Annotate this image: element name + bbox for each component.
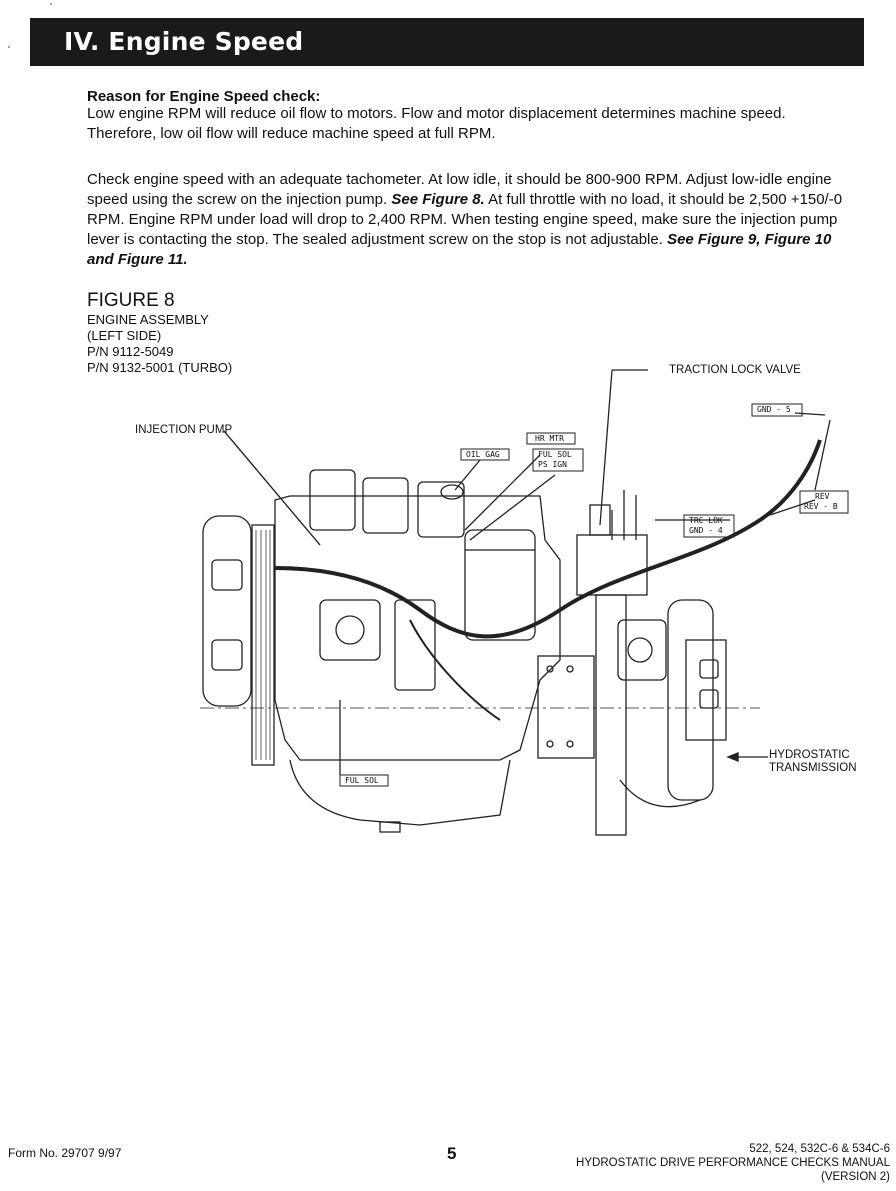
page-number: 5: [447, 1144, 457, 1163]
tag-box-oil-gag: [460, 448, 510, 461]
figure-caption-line-3: P/N 9112-5049: [87, 344, 174, 359]
injection-pump-body: [319, 599, 381, 661]
callout-injection-pump: INJECTION PUMP: [135, 424, 233, 436]
tag-box-hr-mtr: [526, 432, 576, 445]
callout-hydrostatic-line-2: TRANSMISSION: [769, 762, 857, 774]
tag-box-trc-lok: [683, 514, 735, 538]
figure-caption-line-1: ENGINE ASSEMBLY: [87, 312, 209, 327]
paragraph-2-text-b: At full throttle with no load, it should…: [87, 191, 843, 248]
callout-traction-lock-valve: TRACTION LOCK VALVE: [669, 364, 801, 376]
reason-paragraph-1: Low engine RPM will reduce oil flow to m…: [87, 105, 786, 142]
fan-shroud: [202, 515, 252, 707]
tag-rev: REV: [815, 492, 830, 501]
tag-gnd5: GND - 5: [757, 405, 791, 414]
tag-hr-mtr: HR MTR: [535, 434, 564, 443]
figure-caption: FIGURE 8 ENGINE ASSEMBLY (LEFT SIDE) P/N…: [87, 290, 232, 376]
tag-box-gnd5: [751, 403, 803, 417]
tag-box-ful-sol-ps-ign: [532, 448, 584, 472]
section-title: IV. Engine Speed: [64, 27, 304, 56]
tag-ps-ign: PS IGN: [538, 460, 567, 469]
form-number: Form No. 29707 9/97: [8, 1146, 122, 1160]
tag-oil-gag: OIL GAG: [466, 450, 500, 459]
engine-block: [274, 495, 561, 761]
tag-box-ful-sol-bottom: [339, 774, 389, 787]
section-header: IV. Engine Speed: [30, 18, 864, 66]
manual-title: HYDROSTATIC DRIVE PERFORMANCE CHECKS MAN…: [576, 1157, 890, 1169]
callout-hydrostatic-line-1: HYDROSTATIC: [769, 749, 850, 761]
tag-rev-b: REV - B: [804, 502, 838, 511]
tag-ful-sol-bottom: FUL SOL: [345, 776, 379, 785]
adapter-plate: [537, 655, 595, 759]
manual-version: (VERSION 2): [820, 1171, 890, 1183]
traction-lock-valve-block: [576, 534, 648, 596]
paragraph-2-text-a: Check engine speed with an adequate tach…: [87, 171, 832, 208]
figure-title: FIGURE 8: [87, 290, 175, 311]
figures-9-11-reference: See Figure 9, Figure 10 and Figure 11.: [87, 231, 832, 268]
radiator: [251, 524, 275, 766]
hydrostatic-transmission-housing: [667, 599, 714, 801]
reason-paragraph-2: Check engine speed with an adequate tach…: [87, 170, 857, 270]
tag-ful-sol-top: FUL SOL: [538, 450, 572, 459]
oil-filter: [464, 529, 536, 641]
figure-caption-line-4: P/N 9132-5001 (TURBO): [87, 360, 233, 375]
tag-gnd4: GND - 4: [689, 526, 723, 535]
reason-heading: Reason for Engine Speed check:: [87, 88, 321, 105]
figure-caption-line-2: (LEFT SIDE): [87, 328, 162, 343]
tag-box-rev: [799, 490, 849, 514]
models: 522, 524, 532C-6 & 534C-6: [749, 1143, 890, 1155]
tag-trc-lok: TRC LOK: [689, 516, 723, 525]
callout-hydrostatic-transmission: HYDROSTATIC TRANSMISSION: [769, 749, 857, 775]
manual-info: 522, 524, 532C-6 & 534C-6 HYDROSTATIC DR…: [576, 1142, 890, 1184]
figure-8-reference: See Figure 8.: [391, 191, 485, 208]
